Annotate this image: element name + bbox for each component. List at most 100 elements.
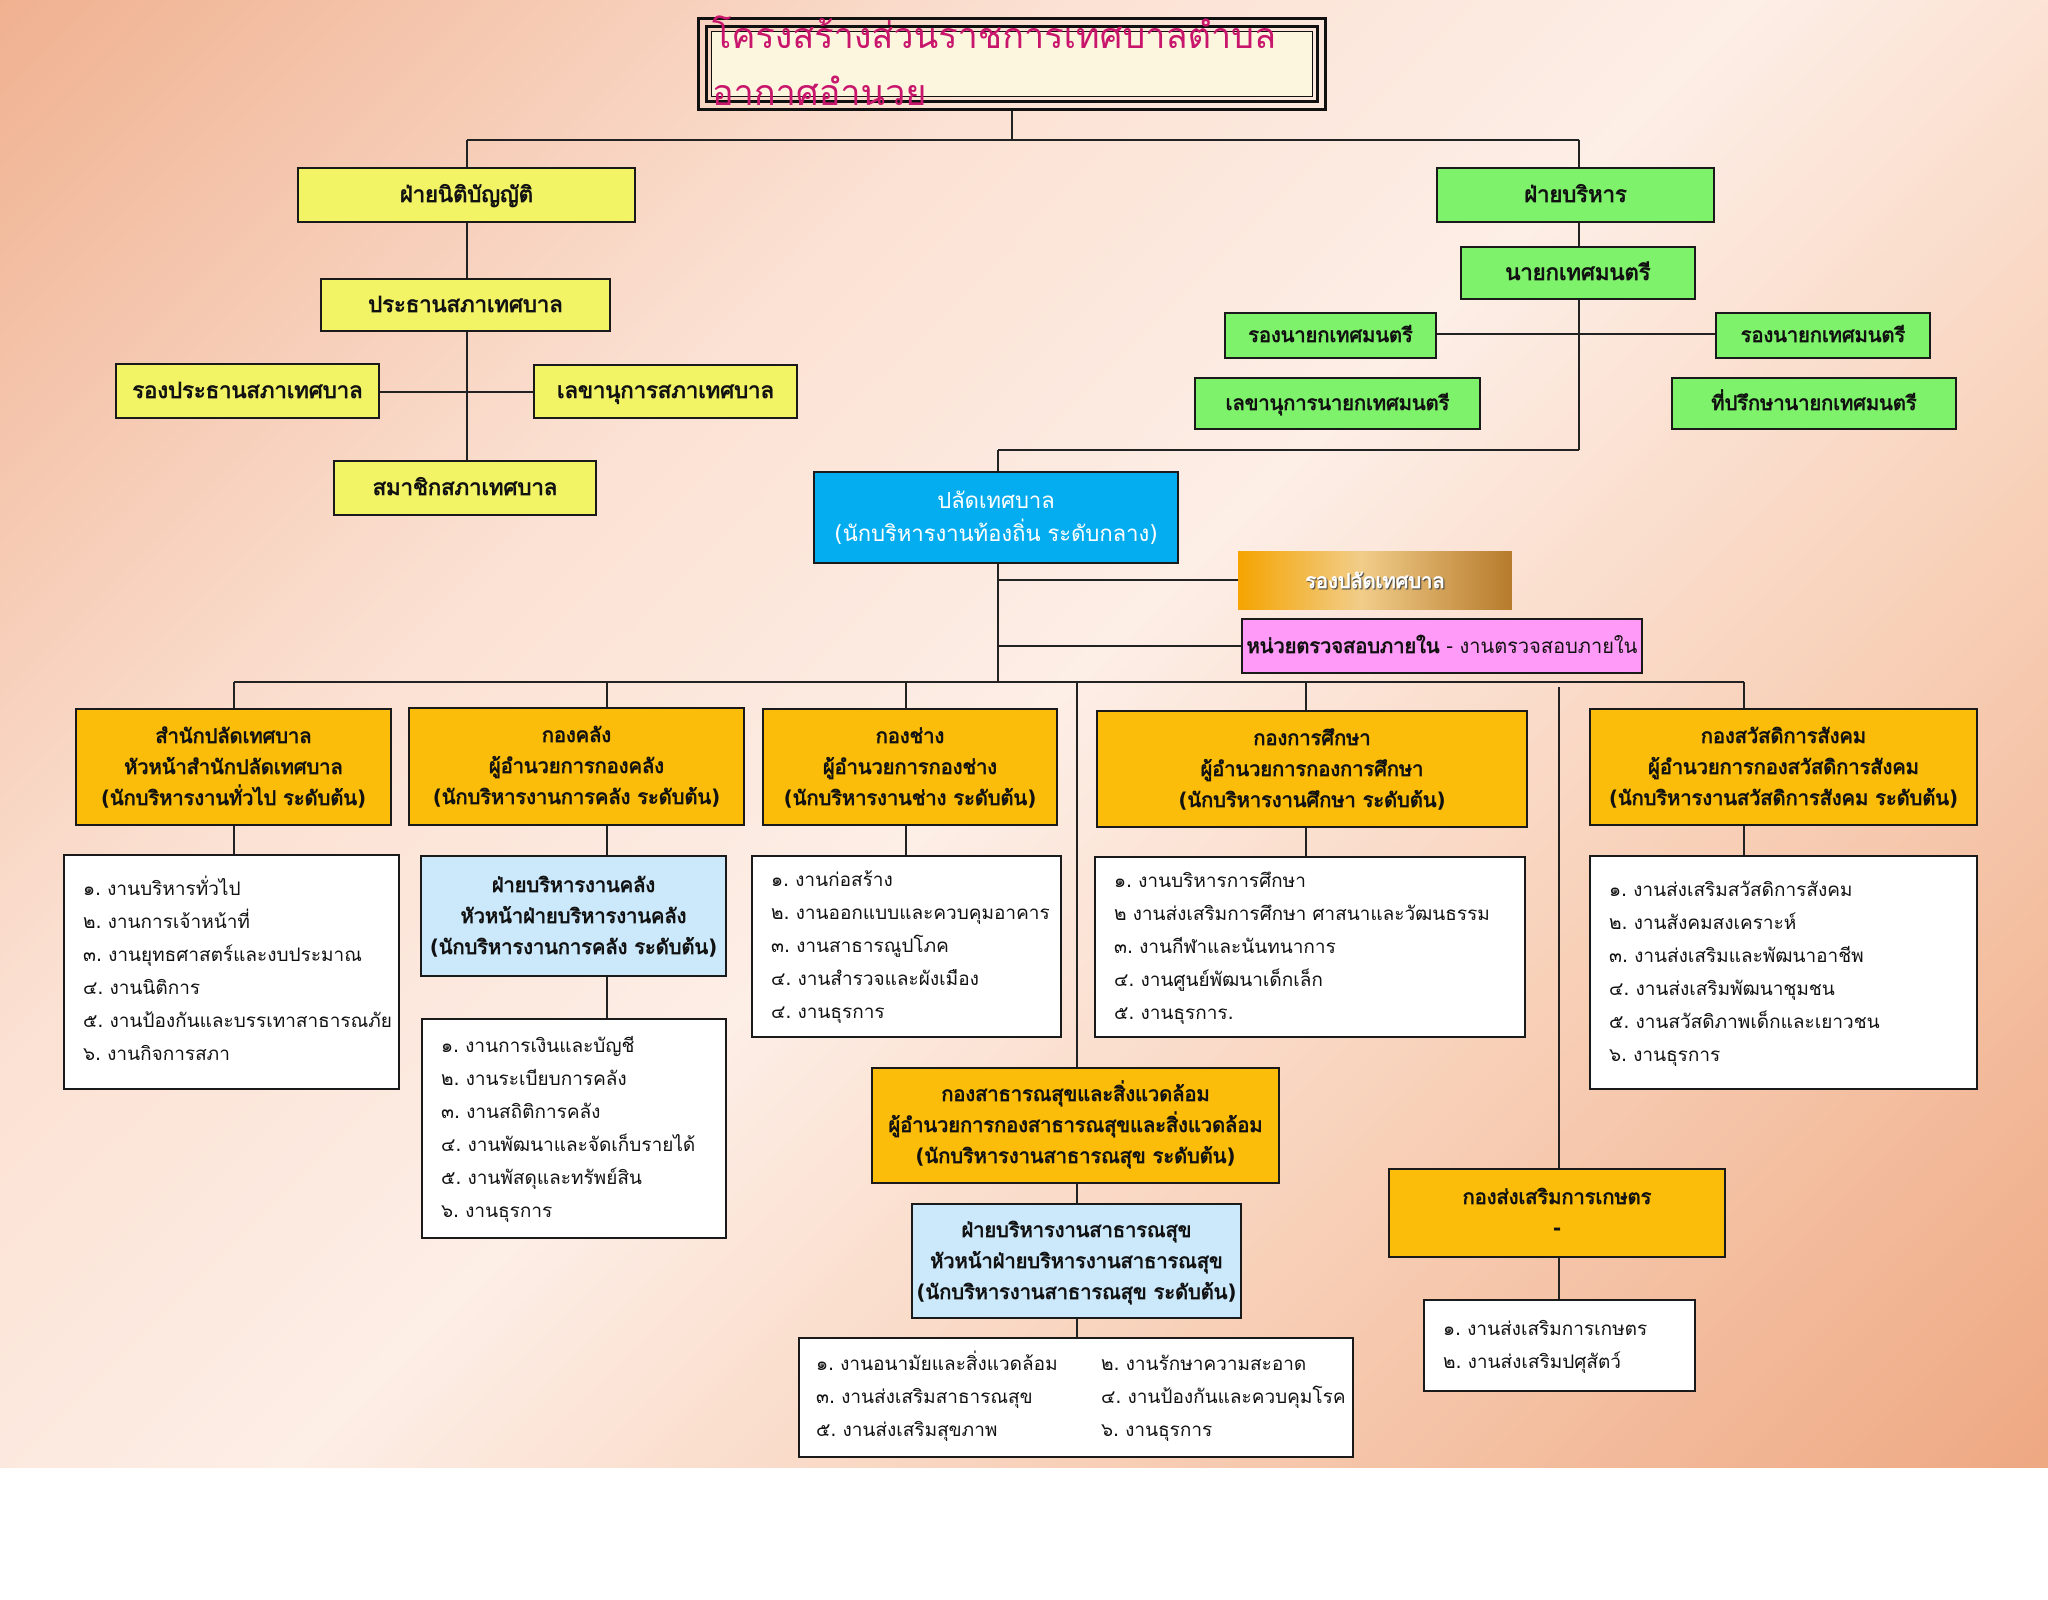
list-item: ๖. งานธุรการ: [441, 1199, 553, 1222]
division-name: กองสาธารณสุขและสิ่งแวดล้อม: [941, 1082, 1210, 1106]
list-item: ๑. งานส่งเสริมสวัสดิการสังคม: [1609, 878, 1853, 901]
section-head: หัวหน้าฝ่ายบริหารงานคลัง: [460, 903, 687, 928]
section-name: ฝ่ายบริหารงานคลัง: [491, 872, 656, 897]
deputy-mayor-left-label: รองนายกเทศมนตรี: [1248, 323, 1413, 347]
list-item: ๓. งานส่งเสริมและพัฒนาอาชีพ: [1609, 944, 1864, 967]
connector-lines: [233, 111, 1745, 1337]
social-welfare-division-box: กองสวัสดิการสังคม ผู้อำนวยการกองสวัสดิกา…: [1589, 708, 1978, 826]
list-item: ๔. งานธุรการ: [771, 1001, 885, 1023]
office-task-list: ๑. งานบริหารทั่วไป ๒. งานการเจ้าหน้าที่ …: [63, 854, 400, 1090]
list-item: ๒. งานส่งเสริมปศุสัตว์: [1443, 1350, 1621, 1373]
list-item: ๓. งานสาธารณูปโภค: [771, 935, 949, 957]
division-name: กองการศึกษา: [1253, 725, 1371, 750]
education-task-list: ๑. งานบริหารการศึกษา ๒ งานส่งเสริมการศึก…: [1094, 856, 1526, 1038]
mayor-box: นายกเทศมนตรี: [1460, 246, 1696, 300]
list-item: ๕. งานป้องกันและบรรเทาสาธารณภัย: [83, 1010, 392, 1032]
division-name: กองสวัสดิการสังคม: [1700, 723, 1867, 748]
chart-title-frame: โครงสร้างส่วนราชการเทศบาลตำบลอากาศอำนวย: [697, 16, 1327, 114]
list-item: ๑. งานส่งเสริมการเกษตร: [1443, 1317, 1648, 1340]
list-item: ๔. งานส่งเสริมพัฒนาชุมชน: [1609, 977, 1835, 1000]
division-name: กองส่งเสริมการเกษตร: [1462, 1185, 1652, 1209]
list-item: ๒. งานระเบียบการคลัง: [441, 1067, 627, 1090]
list-item: ๖. งานกิจการสภา: [83, 1043, 230, 1065]
division-level: (นักบริหารงานศึกษา ระดับต้น): [1178, 787, 1446, 812]
municipal-clerk-box: ปลัดเทศบาล (นักบริหารงานท้องถิ่น ระดับกล…: [813, 471, 1179, 564]
engineering-task-list: ๑. งานก่อสร้าง ๒. งานออกแบบและควบคุมอาคา…: [751, 855, 1062, 1038]
list-item: ๒ งานส่งเสริมการศึกษา ศาสนาและวัฒนธรรม: [1114, 902, 1490, 925]
council-chair-box: ประธานสภาเทศบาล: [320, 278, 611, 332]
municipal-clerk-level: (นักบริหารงานท้องถิ่น ระดับกลาง): [834, 521, 1158, 547]
list-item: ๖. งานธุรการ: [1609, 1043, 1721, 1066]
council-secretary-box: เลขานุการสภาเทศบาล: [533, 364, 798, 419]
list-item: ๓. งานสถิติการคลัง: [441, 1100, 601, 1123]
office-of-clerk-box: สำนักปลัดเทศบาล หัวหน้าสำนักปลัดเทศบาล (…: [75, 708, 392, 826]
council-chair-label: ประธานสภาเทศบาล: [368, 292, 563, 318]
division-level: (นักบริหารงานช่าง ระดับต้น): [783, 785, 1037, 810]
internal-audit-unit: หน่วยตรวจสอบภายใน: [1246, 633, 1440, 658]
list-item: ๖. งานธุรการ: [1101, 1419, 1213, 1441]
list-item: ๒. งานสังคมสงเคราะห์: [1609, 911, 1797, 934]
section-level: (นักบริหารงานสาธารณสุข ระดับต้น): [916, 1279, 1237, 1304]
mayor-advisor-box: ที่ปรึกษานายกเทศมนตรี: [1671, 377, 1957, 430]
internal-audit-box: หน่วยตรวจสอบภายใน - งานตรวจสอบภายใน: [1241, 618, 1643, 674]
list-item: ๔. งานป้องกันและควบคุมโรค: [1101, 1386, 1346, 1408]
division-name: กองคลัง: [541, 723, 612, 747]
division-name: กองช่าง: [875, 723, 945, 748]
list-item: ๓. งานส่งเสริมสาธารณสุข: [816, 1386, 1033, 1408]
municipal-clerk-title: ปลัดเทศบาล: [937, 488, 1055, 514]
council-members-label: สมาชิกสภาเทศบาล: [372, 475, 558, 501]
division-level: (นักบริหารงานการคลัง ระดับต้น): [432, 785, 721, 809]
deputy-clerk-label: รองปลัดเทศบาล: [1305, 568, 1445, 593]
list-item: ๔. งานนิติการ: [83, 977, 201, 999]
deputy-mayor-left-box: รองนายกเทศมนตรี: [1224, 312, 1437, 359]
council-members-box: สมาชิกสภาเทศบาล: [333, 460, 597, 516]
council-secretary-label: เลขานุการสภาเทศบาล: [557, 379, 774, 404]
division-head: ผู้อำนวยการกองช่าง: [822, 754, 998, 779]
list-item: ๕. งานธุรการ.: [1114, 1001, 1234, 1024]
agriculture-task-list: ๑. งานส่งเสริมการเกษตร ๒. งานส่งเสริมปศุ…: [1423, 1299, 1696, 1392]
social-welfare-task-list: ๑. งานส่งเสริมสวัสดิการสังคม ๒. งานสังคม…: [1589, 855, 1978, 1090]
council-vice-chair-label: รองประธานสภาเทศบาล: [132, 378, 363, 404]
deputy-mayor-right-box: รองนายกเทศมนตรี: [1715, 312, 1931, 359]
list-item: ๑. งานการเงินและบัญชี: [441, 1034, 635, 1057]
legislative-branch-box: ฝ่ายนิติบัญญัติ: [297, 167, 636, 223]
list-item: ๒. งานรักษาความสะอาด: [1101, 1353, 1307, 1375]
division-head: ผู้อำนวยการกองสาธารณสุขและสิ่งแวดล้อม: [888, 1113, 1263, 1137]
deputy-mayor-right-label: รองนายกเทศมนตรี: [1740, 323, 1906, 347]
list-item: ๕. งานพัสดุและทรัพย์สิน: [441, 1166, 642, 1189]
list-item: ๒. งานการเจ้าหน้าที่: [83, 911, 250, 933]
division-head: ผู้อำนวยการกองการศึกษา: [1200, 756, 1424, 781]
deputy-clerk-box: รองปลัดเทศบาล: [1238, 551, 1512, 610]
list-item: ๔. งานพัฒนาและจัดเก็บรายได้: [441, 1133, 696, 1156]
list-item: ๑. งานอนามัยและสิ่งแวดล้อม: [816, 1353, 1058, 1375]
list-item: ๑. งานบริหารการศึกษา: [1114, 869, 1306, 892]
list-item: ๔. งานสำรวจและผังเมือง: [771, 968, 979, 990]
public-health-division-box: กองสาธารณสุขและสิ่งแวดล้อม ผู้อำนวยการกอ…: [871, 1067, 1280, 1184]
list-item: ๑. งานก่อสร้าง: [771, 869, 893, 891]
division-level: (นักบริหารงานสาธารณสุข ระดับต้น): [915, 1144, 1236, 1168]
list-item: ๕. งานส่งเสริมสุขภาพ: [816, 1419, 998, 1441]
engineering-division-box: กองช่าง ผู้อำนวยการกองช่าง (นักบริหารงาน…: [762, 708, 1058, 826]
mayor-secretary-box: เลขานุการนายกเทศมนตรี: [1194, 377, 1481, 430]
division-head: -: [1552, 1216, 1562, 1240]
division-head: ผู้อำนวยการกองสวัสดิการสังคม: [1648, 754, 1919, 779]
mayor-label: นายกเทศมนตรี: [1505, 260, 1651, 286]
finance-division-box: กองคลัง ผู้อำนวยการกองคลัง (นักบริหารงาน…: [408, 707, 745, 826]
section-head: หัวหน้าฝ่ายบริหารงานสาธารณสุข: [930, 1248, 1223, 1273]
list-item: ๓. งานยุทธศาสตร์และงบประมาณ: [83, 944, 362, 966]
chart-title: โครงสร้างส่วนราชการเทศบาลตำบลอากาศอำนวย: [711, 16, 1313, 114]
education-division-box: กองการศึกษา ผู้อำนวยการกองการศึกษา (นักบ…: [1096, 710, 1528, 828]
council-vice-chair-box: รองประธานสภาเทศบาล: [115, 363, 380, 419]
list-item: ๒. งานออกแบบและควบคุมอาคาร: [771, 902, 1050, 924]
section-level: (นักบริหารงานการคลัง ระดับต้น): [429, 934, 718, 959]
list-item: ๕. งานสวัสดิภาพเด็กและเยาวชน: [1609, 1010, 1880, 1033]
division-level: (นักบริหารงานทั่วไป ระดับต้น): [100, 785, 367, 810]
public-health-admin-section-box: ฝ่ายบริหารงานสาธารณสุข หัวหน้าฝ่ายบริหาร…: [911, 1203, 1242, 1319]
section-name: ฝ่ายบริหารงานสาธารณสุข: [961, 1217, 1192, 1242]
mayor-secretary-label: เลขานุการนายกเทศมนตรี: [1225, 391, 1450, 415]
division-level: (นักบริหารงานสวัสดิการสังคม ระดับต้น): [1608, 785, 1959, 810]
finance-task-list: ๑. งานการเงินและบัญชี ๒. งานระเบียบการคล…: [421, 1018, 727, 1239]
finance-admin-section-box: ฝ่ายบริหารงานคลัง หัวหน้าฝ่ายบริหารงานคล…: [420, 855, 727, 977]
mayor-advisor-label: ที่ปรึกษานายกเทศมนตรี: [1711, 391, 1917, 415]
division-head: หัวหน้าสำนักปลัดเทศบาล: [124, 754, 343, 779]
